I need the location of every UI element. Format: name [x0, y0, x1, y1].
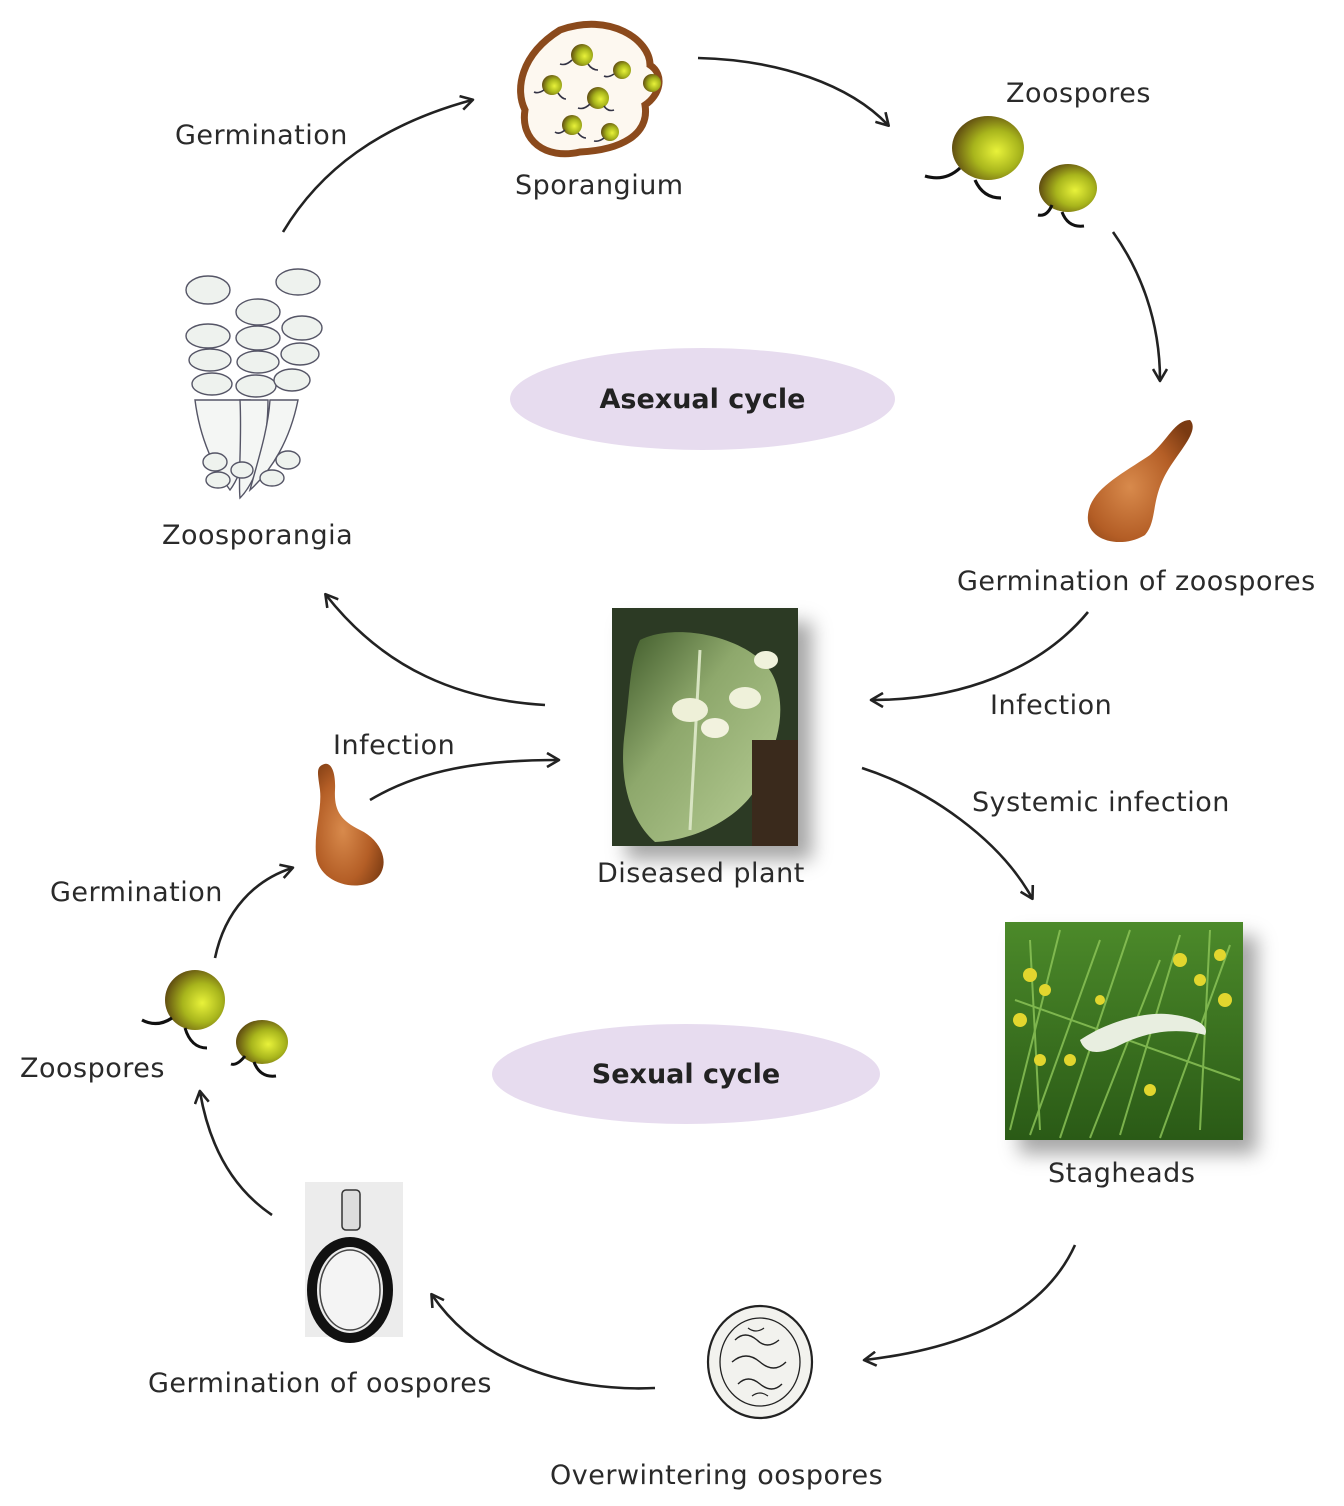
zoospores-top-illustration: [924, 116, 1097, 228]
germinating-zoospore-right: [1087, 420, 1193, 543]
asexual-cycle-label: Asexual cycle: [599, 383, 806, 415]
stagheads-label: Stagheads: [1048, 1158, 1196, 1189]
diseased-plant-label: Diseased plant: [597, 858, 805, 889]
sexual-cycle-ellipse: Sexual cycle: [492, 1024, 880, 1124]
zoospores-left-label: Zoospores: [20, 1053, 165, 1084]
sporangium-illustration: [517, 20, 663, 158]
infection-left-label: Infection: [333, 730, 456, 761]
arrow-systemic-infection: [861, 766, 1032, 898]
arrow-oospores-to-germination: [432, 1295, 656, 1390]
germination-top-label: Germination: [175, 120, 348, 151]
arrow-zoosporangia-to-sporangium: [281, 100, 472, 233]
systemic-infection-label: Systemic infection: [972, 787, 1230, 818]
zoosporangia-label: Zoosporangia: [162, 520, 354, 551]
zoospores-top-label: Zoospores: [1006, 78, 1151, 109]
sexual-cycle-label: Sexual cycle: [591, 1058, 781, 1090]
germinating-oospore-illustration: [305, 1182, 403, 1343]
arrow-infection-to-diseased-plant: [369, 760, 558, 802]
arrow-diseased-plant-to-zoosporangia: [326, 595, 546, 707]
zoospores-left-illustration: [141, 970, 288, 1078]
stagheads-photo: [1005, 922, 1243, 1140]
arrow-sporangium-to-zoospores: [697, 56, 888, 125]
arrow-stagheads-to-oospores: [865, 1244, 1077, 1360]
germination-left-label: Germination: [50, 877, 223, 908]
germinating-zoospore-left: [315, 763, 384, 886]
arrow-zoospores-to-germination: [1111, 231, 1160, 380]
infection-right-label: Infection: [990, 690, 1113, 721]
diseased-plant-photo: [612, 608, 798, 846]
germination-of-oospores-label: Germination of oospores: [148, 1368, 492, 1399]
diseased-plant-shadow: [612, 608, 798, 846]
overwintering-oospores-label: Overwintering oospores: [550, 1460, 884, 1491]
germination-of-zoospores-label: Germination of zoospores: [957, 566, 1316, 597]
cycle-arrows: [200, 56, 1160, 1390]
zoosporangia-illustration: [185, 268, 323, 500]
sporangium-label: Sporangium: [515, 170, 684, 201]
stagheads-shadow: [1005, 922, 1243, 1140]
arrow-zoospores-to-germ-tube: [213, 868, 292, 959]
asexual-cycle-ellipse: Asexual cycle: [510, 348, 895, 450]
overwintering-oospore-illustration: [706, 1304, 814, 1420]
arrow-germination-oospores-to-zoospores: [200, 1092, 273, 1217]
arrow-germination-to-diseased-plant: [872, 611, 1090, 700]
